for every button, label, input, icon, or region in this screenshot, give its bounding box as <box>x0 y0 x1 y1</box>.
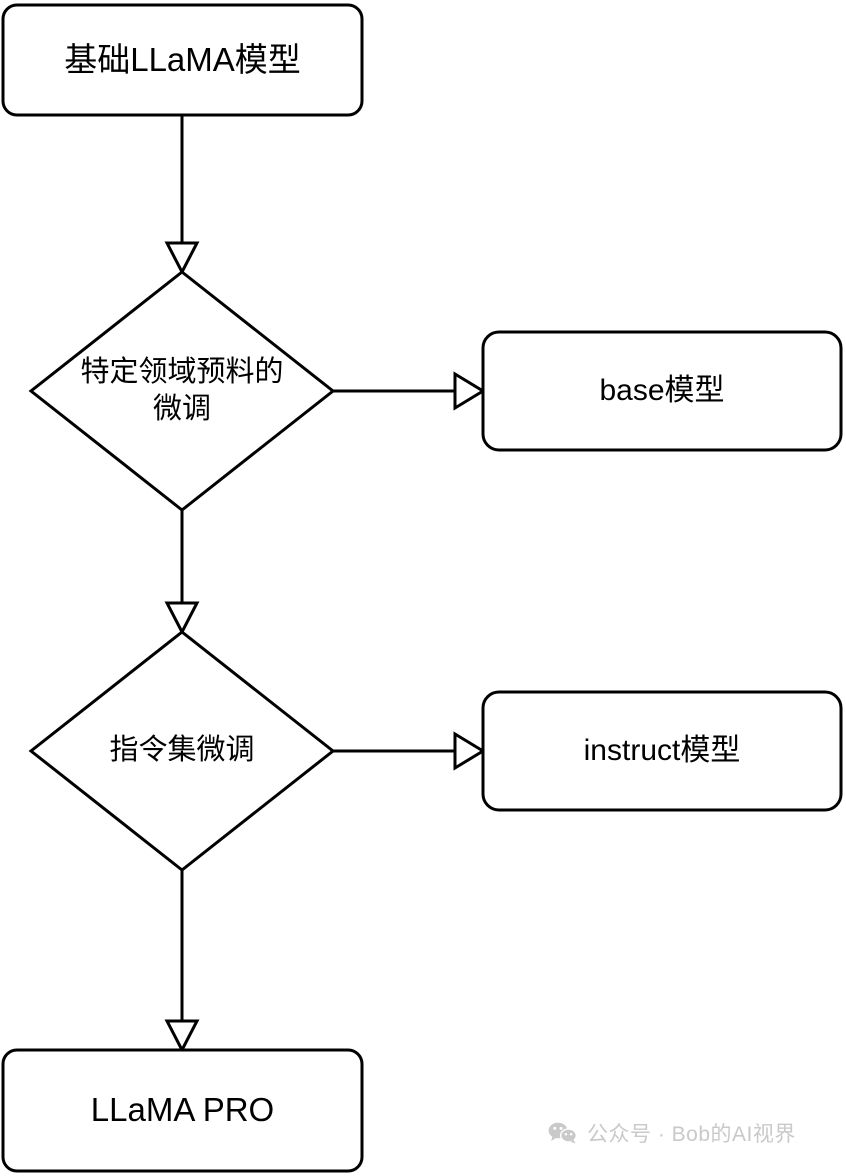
node-base-llama[interactable] <box>1 3 364 117</box>
node-domain-finetune[interactable] <box>28 270 336 512</box>
node-instruct-finetune[interactable] <box>28 630 336 872</box>
node-instruct-model[interactable] <box>481 690 843 812</box>
watermark: 公众号 · Bob的AI视界 <box>548 1118 796 1148</box>
wechat-icon <box>548 1122 578 1144</box>
arrowhead-down-3 <box>164 1019 200 1054</box>
arrowhead-down-1 <box>164 241 200 276</box>
watermark-text: 公众号 · Bob的AI视界 <box>587 1123 796 1146</box>
node-llama-pro[interactable] <box>1 1048 364 1173</box>
arrowhead-right-2 <box>453 731 486 771</box>
arrowhead-right-1 <box>453 371 486 411</box>
node-base-model[interactable] <box>481 330 843 452</box>
arrowhead-down-2 <box>164 601 200 636</box>
